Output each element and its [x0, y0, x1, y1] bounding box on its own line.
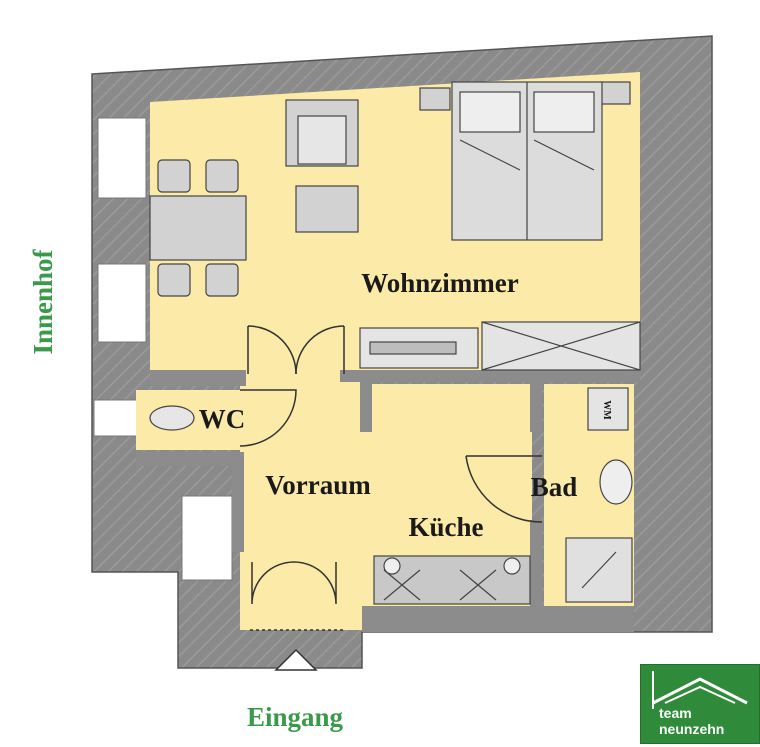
eingang-label: Eingang [247, 702, 344, 732]
logo-line-2: neunzehn [659, 721, 725, 737]
logo-line-1: team [659, 705, 692, 721]
wc-label: WC [199, 404, 246, 434]
door-entrance [251, 561, 295, 605]
chair [205, 263, 239, 297]
kueche-label: Küche [408, 512, 483, 542]
chair [157, 159, 191, 193]
nightstand [599, 81, 631, 105]
door-wc [239, 389, 297, 447]
entrance-arrow-icon [274, 648, 318, 671]
toilet [149, 405, 195, 431]
bad-label: Bad [531, 472, 578, 502]
team-neunzehn-logo: team neunzehn [640, 664, 760, 744]
innenhof-label: Innenhof [28, 248, 58, 354]
shower [565, 537, 633, 603]
doors [239, 325, 543, 631]
chair [205, 159, 239, 193]
sink [599, 459, 633, 505]
vorraum-floor [240, 370, 362, 630]
dining-table [149, 195, 247, 261]
coffee-table [295, 185, 359, 233]
windows [93, 117, 233, 581]
door-bad [465, 455, 543, 523]
washing-machine-label: WM [601, 400, 612, 420]
house-roof-icon [652, 671, 748, 709]
washing-machine [587, 387, 629, 431]
door-wohnzimmer [247, 325, 297, 375]
wohnzimmer-label: Wohnzimmer [361, 268, 518, 298]
furniture [149, 81, 641, 605]
vorraum-label: Vorraum [265, 470, 371, 500]
chair [157, 263, 191, 297]
interior-walls [136, 370, 640, 632]
nightstand [419, 87, 451, 111]
